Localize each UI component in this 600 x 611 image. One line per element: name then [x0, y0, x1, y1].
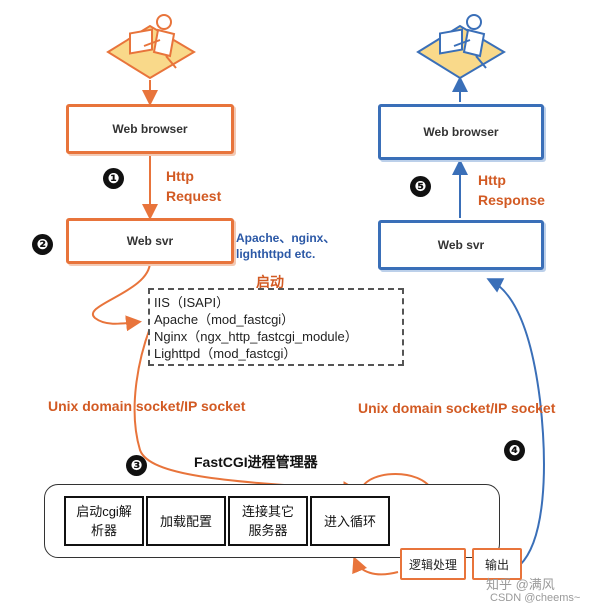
step-5-badge: ❺ [410, 176, 431, 197]
http-request-line-1: Http [166, 168, 194, 184]
manager-cell-start-cgi: 启动cgi解 析器 [64, 496, 144, 546]
logic-process-box: 逻辑处理 [400, 548, 466, 580]
module-lighttpd: Lighttpd（mod_fastcgi） [154, 346, 297, 361]
web-browser-label-left: Web browser [112, 122, 188, 136]
http-request-label: Http Request [166, 166, 221, 206]
module-nginx: Nginx（ngx_http_fastcgi_module） [154, 329, 358, 344]
servers-note-line-1: Apache、nginx、 [236, 231, 336, 245]
arrow-svr-to-modules [91, 261, 151, 332]
arrow-output-to-svr [486, 278, 545, 566]
manager-cell-load-config: 加载配置 [146, 496, 226, 546]
http-response-label: Http Response [478, 170, 545, 210]
module-iis: IIS（ISAPI） [154, 295, 230, 310]
modules-dashed-box: IIS（ISAPI） Apache（mod_fastcgi） Nginx（ngx… [148, 288, 404, 366]
servers-note: Apache、nginx、 lighthttpd etc. [236, 230, 335, 262]
http-response-line-1: Http [478, 172, 506, 188]
fastcgi-manager-title: FastCGI进程管理器 [194, 454, 318, 470]
http-response-line-2: Response [478, 192, 545, 208]
manager-cell-loop: 进入循环 [310, 496, 390, 546]
zhihu-watermark: 知乎 @满风 [486, 577, 555, 592]
socket-label-left: Unix domain socket/IP socket [48, 398, 246, 414]
csdn-watermark: CSDN @cheems~ [490, 592, 581, 604]
web-browser-label-right: Web browser [423, 125, 499, 139]
output-box: 输出 [472, 548, 522, 580]
step-4-badge: ❹ [504, 440, 525, 461]
user-computer-icon-left [106, 14, 196, 80]
step-2-badge: ❷ [32, 234, 53, 255]
manager-cell-connect: 连接其它 服务器 [228, 496, 308, 546]
web-svr-label-left: Web svr [126, 234, 174, 248]
user-computer-icon-right [416, 14, 506, 80]
web-svr-box-right: Web svr [378, 220, 544, 270]
web-svr-box-left: Web svr [66, 218, 234, 264]
arrow-logic-back [352, 556, 399, 576]
module-apache: Apache（mod_fastcgi） [154, 312, 295, 327]
web-browser-box-left: Web browser [66, 104, 234, 154]
http-request-line-2: Request [166, 188, 222, 204]
step-3-badge: ❸ [126, 455, 147, 476]
start-label: 启动 [256, 274, 284, 290]
servers-note-line-2: lighthttpd etc. [236, 247, 316, 261]
step-1-badge: ❶ [103, 168, 124, 189]
web-svr-label-right: Web svr [437, 238, 485, 252]
arrow-to-fastcgi-manager [133, 327, 359, 498]
socket-label-right: Unix domain socket/IP socket [358, 400, 556, 416]
web-browser-box-right: Web browser [378, 104, 544, 160]
